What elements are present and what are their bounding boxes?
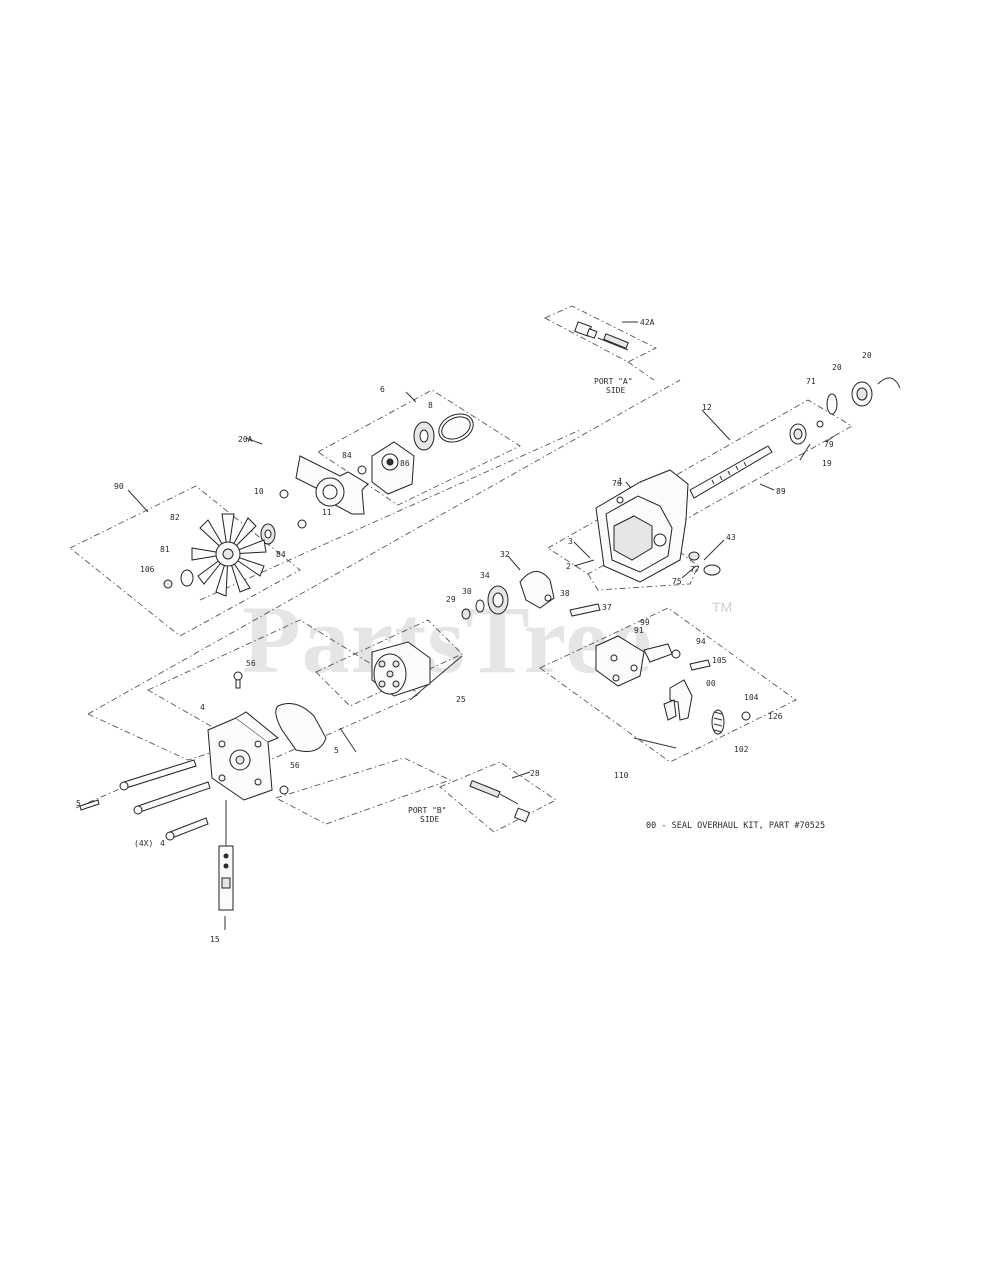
seal-43 — [703, 564, 721, 576]
callout-28: 28 — [530, 769, 540, 778]
callout-102: 102 — [734, 745, 749, 754]
callout-76: 76 — [612, 479, 622, 488]
callout-90: 90 — [114, 482, 124, 491]
callout-4a: 4 — [200, 703, 205, 712]
callout-38: 38 — [560, 589, 570, 598]
cylinder-block — [371, 641, 431, 697]
callout-56a: 56 — [246, 659, 256, 668]
fan-washer — [180, 569, 194, 587]
callout-75: 75 — [672, 577, 682, 586]
callout-6: 6 — [380, 385, 385, 394]
callout-84a: 84 — [342, 451, 352, 460]
snap-ring-20 — [877, 377, 901, 389]
center-section — [207, 711, 279, 801]
callout-32: 32 — [500, 550, 510, 559]
swashplate-assembly — [461, 571, 601, 620]
callout-37: 37 — [602, 603, 612, 612]
callout-43: 43 — [726, 533, 736, 542]
callout-42a: 42A — [640, 318, 655, 327]
callout-56b: 56 — [290, 761, 300, 770]
callout-71: 71 — [806, 377, 816, 386]
port-a-fitting — [574, 321, 629, 351]
fan-nut — [163, 579, 173, 589]
callout-104: 104 — [744, 693, 759, 702]
trademark-symbol: TM — [712, 599, 732, 615]
port-b-note-1: PORT "B" — [408, 806, 447, 815]
callout-91: 91 — [634, 626, 644, 635]
washer-77 — [688, 551, 700, 561]
bolt-56-bottom — [279, 785, 289, 795]
callout-25: 25 — [456, 695, 466, 704]
callout-20b: 20 — [832, 363, 842, 372]
port-a-note-2: SIDE — [606, 386, 625, 395]
callout-81: 81 — [160, 545, 170, 554]
callout-89: 89 — [776, 487, 786, 496]
gasket-5 — [275, 703, 327, 752]
drive-shaft — [689, 445, 773, 499]
bearing-retainer-assembly — [357, 413, 474, 495]
callout-126: 126 — [768, 712, 783, 721]
callout-94: 94 — [696, 637, 706, 646]
callout-1: 1 — [618, 477, 623, 486]
callout-5b: 5 — [76, 799, 81, 808]
callout-labels: 42A PORT "A" SIDE 20 20 71 12 79 19 89 1… — [76, 318, 872, 944]
partstree-watermark: PartsTree — [242, 586, 653, 693]
callout-110: 110 — [614, 771, 629, 780]
callout-2: 2 — [566, 562, 571, 571]
plug-5 — [79, 799, 100, 811]
fan-mount-spider — [260, 455, 369, 545]
control-arm-assembly — [595, 635, 751, 735]
callout-8: 8 — [428, 401, 433, 410]
cooling-fan — [191, 513, 267, 597]
callout-84b: 84 — [276, 550, 286, 559]
callout-10: 10 — [254, 487, 264, 496]
port-b-fitting — [469, 779, 531, 823]
callout-106: 106 — [140, 565, 155, 574]
callout-77: 77 — [690, 565, 700, 574]
callout-4b: 4 — [160, 839, 165, 848]
callout-15: 15 — [210, 935, 220, 944]
port-b-note-2: SIDE — [420, 815, 439, 824]
callout-79: 79 — [824, 440, 834, 449]
callout-19: 19 — [822, 459, 832, 468]
callout-20a-mount: 20A — [238, 435, 253, 444]
port-a-note-1: PORT "A" — [594, 377, 633, 386]
callout-20a: 20 — [862, 351, 872, 360]
bypass-valve — [218, 800, 234, 911]
retaining-ring-71 — [826, 393, 838, 415]
callout-29: 29 — [446, 595, 456, 604]
callout-30: 30 — [462, 587, 472, 596]
callout-5: 5 — [334, 746, 339, 755]
callout-82: 82 — [170, 513, 180, 522]
callout-11: 11 — [322, 508, 332, 517]
callout-34: 34 — [480, 571, 490, 580]
overhaul-kit-note: 00 - SEAL OVERHAUL KIT, PART #70525 — [646, 821, 825, 831]
callout-86: 86 — [400, 459, 410, 468]
callout-105: 105 — [712, 656, 727, 665]
callout-12: 12 — [702, 403, 712, 412]
callout-00: 00 — [706, 679, 716, 688]
callout-99: 99 — [640, 618, 650, 627]
callout-4x: (4X) — [134, 839, 153, 848]
main-housing — [595, 469, 689, 583]
callout-3: 3 — [568, 537, 573, 546]
bolts-4 — [119, 759, 211, 841]
leader-lines — [127, 321, 835, 930]
